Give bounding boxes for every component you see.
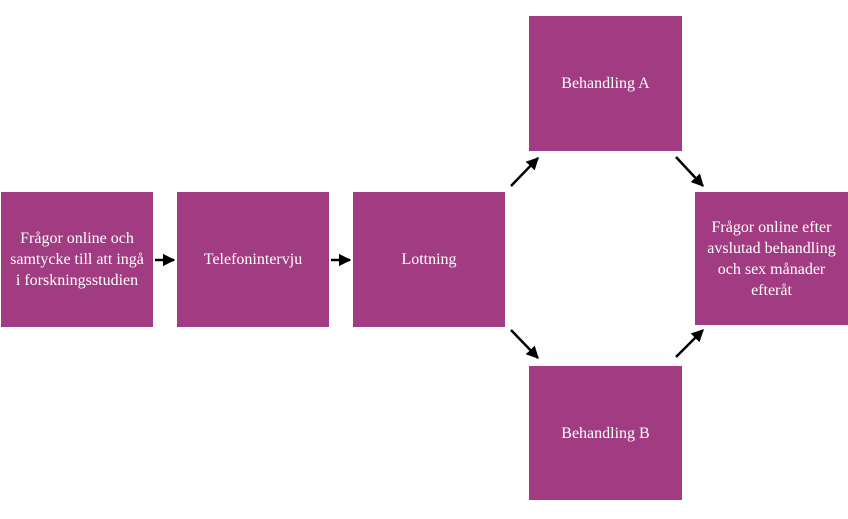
arrow-randomization-to-treatment-a — [510, 157, 539, 187]
box-followup-label: Frågor online efter avslutad behandling … — [707, 218, 836, 299]
arrow-randomization-to-treatment-b — [510, 329, 539, 359]
box-phone-interview: Telefonintervju — [177, 192, 329, 327]
box-treatment-a: Behandling A — [529, 16, 682, 151]
box-randomization: Lottning — [353, 192, 505, 327]
arrow-treatment-a-to-followup — [675, 156, 704, 187]
box-treatment-b: Behandling B — [529, 366, 682, 500]
box-followup: Frågor online efter avslutad behandling … — [695, 192, 848, 325]
arrow-treatment-b-to-followup — [675, 329, 704, 358]
box-randomization-label: Lottning — [401, 251, 457, 268]
box-questionnaire: Frågor online och samtycke till att ingå… — [1, 192, 153, 327]
box-phone-interview-label: Telefonintervju — [203, 251, 303, 268]
box-treatment-a-label: Behandling A — [561, 75, 650, 92]
box-questionnaire-label: Frågor online och samtycke till att ingå… — [10, 230, 144, 289]
box-treatment-b-label: Behandling B — [561, 424, 650, 442]
